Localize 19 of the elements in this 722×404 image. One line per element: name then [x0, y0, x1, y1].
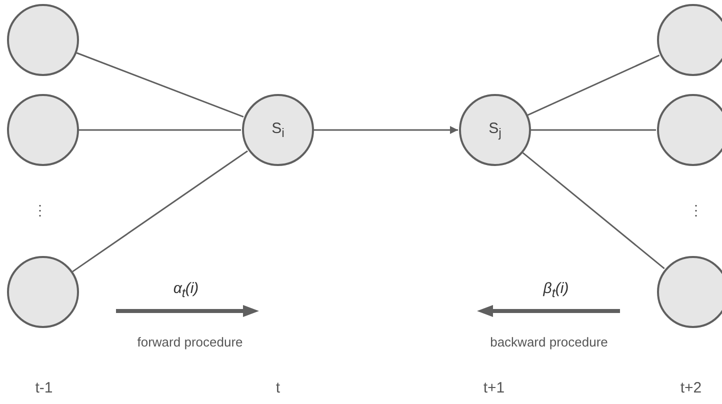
time-label: t-1 [35, 380, 53, 396]
connector-line [76, 52, 244, 118]
arrow [314, 126, 458, 134]
procedure-label: forward procedure [137, 334, 243, 350]
state-label: S$_{i}$ [272, 120, 284, 140]
ellipsis: ⋮ [689, 202, 703, 218]
time-label: t [276, 380, 280, 396]
connector-line [522, 152, 665, 270]
ellipsis: ⋮ [33, 202, 47, 218]
connector-line [527, 54, 660, 116]
connector-line [79, 129, 241, 131]
connector-line [72, 150, 248, 272]
connector-line [531, 129, 656, 131]
time-label: t+1 [483, 380, 505, 396]
state-label: S$_{j}$ [488, 120, 502, 140]
procedure-label: backward procedure [490, 334, 608, 350]
beta-label: β$_{t}$(i) [543, 280, 569, 300]
alpha-label: α$_{t}$(i) [173, 280, 199, 300]
time-label: t+2 [680, 380, 702, 396]
